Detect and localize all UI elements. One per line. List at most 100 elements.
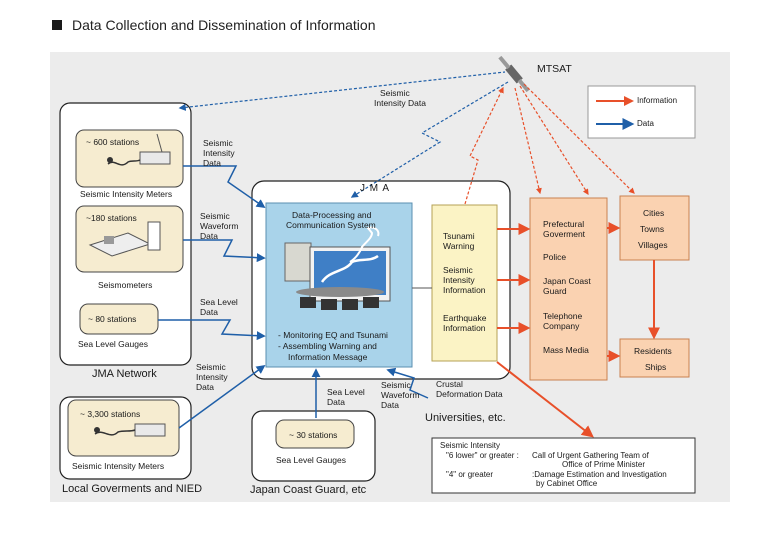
note-r1-right-2: Office of Prime Minister xyxy=(562,460,645,469)
flow-si2-2: Intensity xyxy=(196,372,228,382)
station-box-80 xyxy=(79,303,159,335)
satellite-label: MTSAT xyxy=(537,63,572,75)
system-line-1: Data-Processing and xyxy=(292,210,372,220)
warn-eq-1: Earthquake xyxy=(443,313,487,323)
recip-tel-1: Telephone xyxy=(543,311,583,321)
page-title: Data Collection and Dissemination of Inf… xyxy=(72,17,376,33)
recip-cities: Cities xyxy=(643,208,665,218)
flow-uw-1: Seismic xyxy=(381,380,411,390)
recip-pref-2: Goverment xyxy=(543,229,586,239)
label-sea-level-gauges: Sea Level Gauges xyxy=(78,339,148,349)
label-coast-sea-level: Sea Level Gauges xyxy=(276,455,346,465)
system-line-2: Communication System xyxy=(286,220,376,230)
arrow-warn-to-note xyxy=(496,361,594,438)
residents-box xyxy=(619,338,690,378)
arrow-sat-to-cities xyxy=(523,83,635,194)
seismic-meter-icon-local xyxy=(94,423,166,437)
system-bullet-3: Information Message xyxy=(288,352,368,362)
label-universities: Universities, etc. xyxy=(425,412,506,424)
recip-ships: Ships xyxy=(645,362,667,372)
warn-intensity-2: Intensity xyxy=(443,275,475,285)
group-label-coast-guard: Japan Coast Guard, etc xyxy=(250,484,367,496)
arrow-si-to-jma xyxy=(183,165,266,209)
satellite-icon xyxy=(498,55,530,93)
note-r1-right-1: Call of Urgent Gathering Team of xyxy=(532,451,649,460)
legend-information-label: Information xyxy=(637,96,678,105)
japan-map-icon xyxy=(349,226,380,263)
recip-media: Mass Media xyxy=(543,345,589,355)
sat-data-label-2: Intensity Data xyxy=(374,98,426,108)
jma-label: J M A xyxy=(360,183,391,194)
title-bullet xyxy=(52,20,62,30)
recip-towns: Towns xyxy=(640,224,665,234)
recip-jcg-2: Guard xyxy=(543,286,567,296)
label-seismometers: Seismometers xyxy=(98,280,153,290)
note-r1-left: "6 lower" or greater : xyxy=(446,451,519,460)
stations-600: ~ 600 stations xyxy=(86,137,140,147)
arrow-local-to-jma xyxy=(178,364,266,429)
note-head: Seismic Intensity xyxy=(440,441,501,450)
stations-30: ~ 30 stations xyxy=(289,430,338,440)
sat-data-label-1: Seismic xyxy=(380,88,410,98)
arrow-sl-to-jma xyxy=(158,319,266,341)
warn-tsunami-2: Warning xyxy=(443,241,475,251)
arrow-sat-to-jma-network xyxy=(178,71,506,111)
legend-data-label: Data xyxy=(637,119,654,128)
flow-si2-3: Data xyxy=(196,382,214,392)
seismic-meter-icon xyxy=(107,133,171,166)
group-label-jma-network: JMA Network xyxy=(92,368,157,380)
arrow-sw-to-jma xyxy=(183,239,266,263)
stations-180: ~180 stations xyxy=(86,213,137,223)
flow-si1-2: Intensity xyxy=(203,148,235,158)
flow-si1-3: Data xyxy=(203,158,221,168)
legend-box xyxy=(587,85,696,139)
arrow-sat-to-pref xyxy=(514,87,542,195)
warn-eq-2: Information xyxy=(443,323,486,333)
arrow-univ-to-jma xyxy=(386,367,429,399)
cities-box xyxy=(619,195,690,261)
flow-cg-2: Data xyxy=(327,397,345,407)
recip-tel-2: Company xyxy=(543,321,580,331)
flow-uw-2: Waveform xyxy=(381,390,420,400)
warn-intensity-1: Seismic xyxy=(443,265,473,275)
recip-villages: Villages xyxy=(638,240,668,250)
recipients-box xyxy=(529,197,608,381)
recip-residents: Residents xyxy=(634,346,672,356)
note-r2-right-2: by Cabinet Office xyxy=(536,479,598,488)
station-box-600 xyxy=(75,129,184,188)
seismometer-icon xyxy=(88,221,161,257)
system-bullet-2: - Assembling Warning and xyxy=(278,341,377,351)
arrow-warn-to-sat xyxy=(464,86,504,205)
warn-intensity-3: Information xyxy=(443,285,486,295)
warnings-box xyxy=(431,204,498,362)
stations-3300: ~ 3,300 stations xyxy=(80,409,141,419)
note-r2-left: "4" or greater xyxy=(446,470,494,479)
flow-si2-1: Seismic xyxy=(196,362,226,372)
recip-pref-1: Prefectural xyxy=(543,219,585,229)
flow-sl-1: Sea Level xyxy=(200,297,238,307)
note-box xyxy=(431,437,696,494)
stations-80: ~ 80 stations xyxy=(88,314,137,324)
system-bullet-1: - Monitoring EQ and Tsunami xyxy=(278,330,388,340)
flow-sl-2: Data xyxy=(200,307,218,317)
flow-sw-2: Waveform xyxy=(200,221,239,231)
flow-cd-2: Deformation Data xyxy=(436,389,503,399)
group-label-local-gov: Local Goverments and NIED xyxy=(62,483,203,495)
flow-cg-1: Sea Level xyxy=(327,387,365,397)
arrow-sat-to-recip xyxy=(519,85,589,196)
flow-uw-3: Data xyxy=(381,400,399,410)
label-local-seismic-meters: Seismic Intensity Meters xyxy=(72,461,165,471)
recip-jcg-1: Japan Coast xyxy=(543,276,591,286)
recip-police: Police xyxy=(543,252,567,262)
flow-sw-3: Data xyxy=(200,231,218,241)
label-seismic-intensity-meters: Seismic Intensity Meters xyxy=(80,189,173,199)
flow-cd-1: Crustal xyxy=(436,379,463,389)
warn-tsunami-1: Tsunami xyxy=(443,231,475,241)
flow-sw-1: Seismic xyxy=(200,211,230,221)
flow-si1-1: Seismic xyxy=(203,138,233,148)
note-r2-right-1: :Damage Estimation and Investigation xyxy=(532,470,667,479)
arrow-sat-to-jma xyxy=(350,81,509,198)
workstation-icon xyxy=(284,242,391,310)
station-box-30 xyxy=(275,419,355,449)
